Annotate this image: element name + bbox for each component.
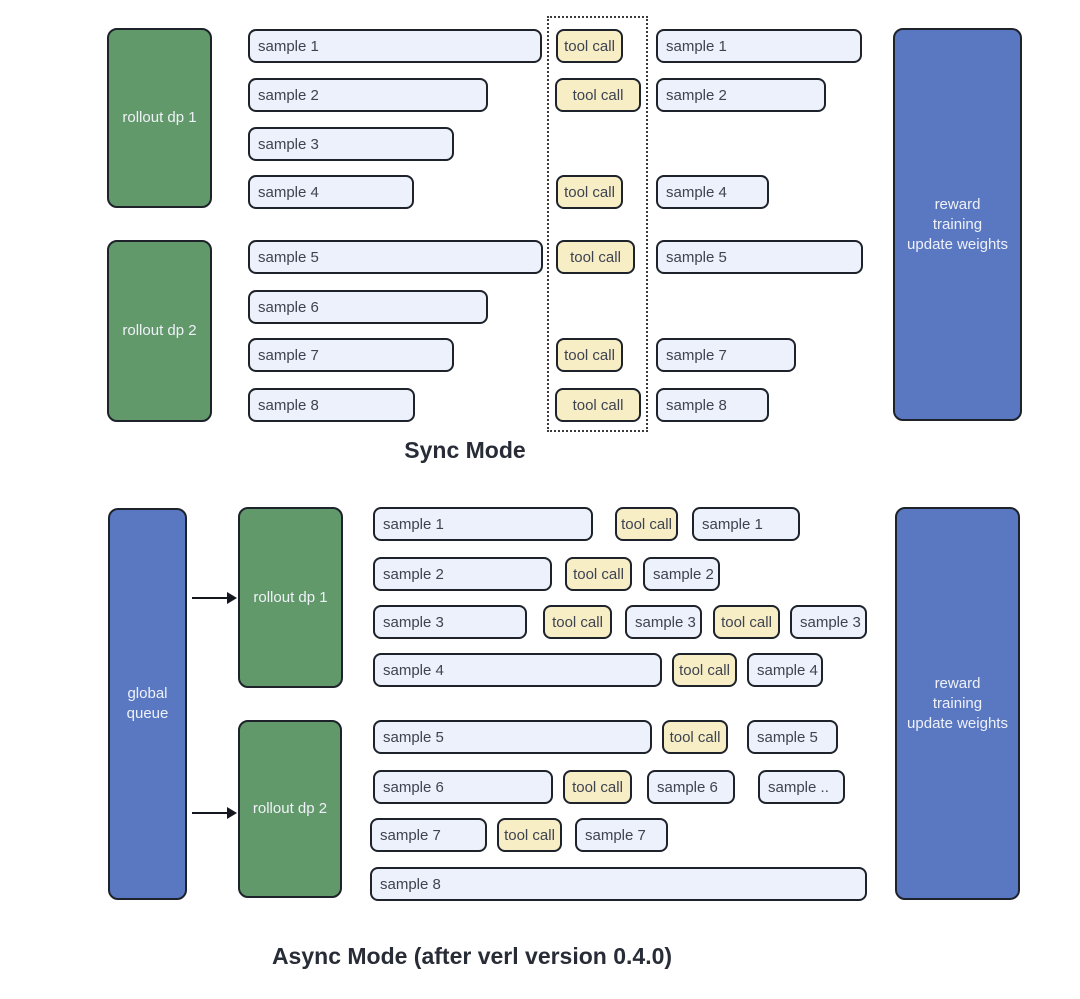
- sample-bar: sample 2: [373, 557, 552, 591]
- rollout-box: rollout dp 1: [238, 507, 343, 688]
- sample-bar: sample 5: [373, 720, 652, 754]
- tool-call-chip: tool call: [565, 557, 632, 591]
- rollout-box: rollout dp 2: [107, 240, 212, 422]
- sample-bar: sample 7: [370, 818, 487, 852]
- tool-call-chip: tool call: [662, 720, 728, 754]
- sample-bar: sample 8: [248, 388, 415, 422]
- sample-bar: sample ..: [758, 770, 845, 804]
- reward-training-box-label: update weights: [907, 714, 1008, 732]
- sample-bar: sample 4: [656, 175, 769, 209]
- sample-bar: sample 7: [248, 338, 454, 372]
- sample-bar: sample 1: [692, 507, 800, 541]
- flow-arrow: [192, 592, 237, 604]
- reward-training-box-label: update weights: [907, 235, 1008, 253]
- sample-bar: sample 1: [656, 29, 862, 63]
- sample-bar: sample 5: [248, 240, 543, 274]
- rollout-box-label: rollout dp 1: [122, 109, 197, 126]
- tool-call-chip: tool call: [555, 388, 641, 422]
- tool-call-chip: tool call: [672, 653, 737, 687]
- sample-bar: sample 5: [747, 720, 838, 754]
- sample-bar: sample 7: [656, 338, 796, 372]
- async-mode-title: Async Mode (after verl version 0.4.0): [271, 943, 673, 969]
- sample-bar: sample 6: [373, 770, 553, 804]
- tool-call-region: [547, 16, 648, 432]
- sample-bar: sample 2: [248, 78, 488, 112]
- sync-mode-title: Sync Mode: [404, 437, 526, 463]
- rollout-box-label: rollout dp 1: [253, 588, 328, 606]
- reward-training-box-label: reward: [934, 195, 981, 213]
- sample-bar: sample 6: [647, 770, 735, 804]
- rollout-box-label: rollout dp 2: [122, 322, 197, 339]
- tool-call-chip: tool call: [497, 818, 562, 852]
- sample-bar: sample 3: [373, 605, 527, 639]
- sample-bar: sample 1: [373, 507, 593, 541]
- sample-bar: sample 3: [248, 127, 454, 161]
- reward-training-box-label: training: [932, 215, 983, 233]
- sample-bar: sample 8: [656, 388, 769, 422]
- sample-bar: sample 4: [373, 653, 662, 687]
- global-queue-box-label: global: [127, 685, 168, 702]
- sample-bar: sample 4: [747, 653, 823, 687]
- sample-bar: sample 2: [656, 78, 826, 112]
- rollout-box-label: rollout dp 2: [252, 800, 328, 817]
- sample-bar: sample 6: [248, 290, 488, 324]
- tool-call-chip: tool call: [556, 240, 635, 274]
- sample-bar: sample 8: [370, 867, 867, 901]
- flow-arrow: [192, 807, 237, 819]
- sample-bar: sample 5: [656, 240, 863, 274]
- sample-bar: sample 4: [248, 175, 414, 209]
- tool-call-chip: tool call: [713, 605, 780, 639]
- sample-bar: sample 3: [625, 605, 702, 639]
- tool-call-chip: tool call: [556, 338, 623, 372]
- sample-bar: sample 7: [575, 818, 668, 852]
- global-queue-box-label: queue: [126, 705, 169, 722]
- reward-training-box-label: training: [932, 694, 983, 712]
- reward-training-box-label: reward: [934, 674, 981, 692]
- reward-training-box: reward training update weights: [895, 507, 1020, 900]
- tool-call-chip: tool call: [563, 770, 632, 804]
- tool-call-chip: tool call: [555, 78, 641, 112]
- tool-call-chip: tool call: [543, 605, 612, 639]
- rollout-box: rollout dp 2: [238, 720, 342, 898]
- sample-bar: sample 2: [643, 557, 720, 591]
- tool-call-chip: tool call: [556, 175, 623, 209]
- tool-call-chip: tool call: [556, 29, 623, 63]
- global-queue-box: global queue: [108, 508, 187, 900]
- rollout-box: rollout dp 1: [107, 28, 212, 208]
- sample-bar: sample 3: [790, 605, 867, 639]
- sample-bar: sample 1: [248, 29, 542, 63]
- reward-training-box: reward training update weights: [893, 28, 1022, 421]
- tool-call-chip: tool call: [615, 507, 678, 541]
